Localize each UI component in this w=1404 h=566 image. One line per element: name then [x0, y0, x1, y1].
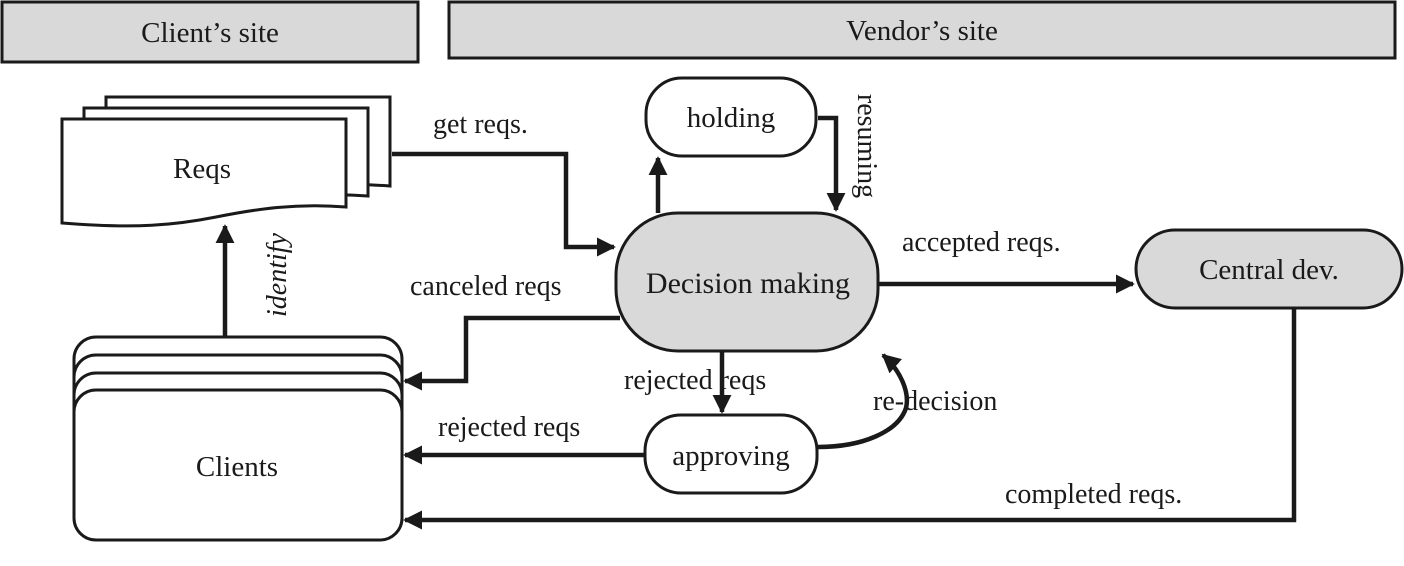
central-dev-node: Central dev.: [1134, 228, 1404, 310]
edge-label-identify: identify: [262, 232, 293, 317]
arrow-canceled-reqs: [403, 315, 620, 391]
edge-label-rejected-reqs-down: rejected reqs: [624, 365, 766, 396]
arrow-resuming: [818, 115, 846, 212]
clients-label: Clients: [196, 451, 278, 483]
edge-label-rejected-reqs-left: rejected reqs: [438, 412, 580, 443]
edge-label-accepted-reqs: accepted reqs.: [902, 227, 1061, 258]
vendor-site-header: Vendor’s site: [447, 0, 1397, 60]
arrow-get-reqs: [392, 151, 616, 257]
decision-making-node: Decision making: [614, 211, 880, 353]
reqs-node: Reqs: [60, 95, 392, 228]
client-site-label: Client’s site: [141, 17, 279, 49]
decision-making-label: Decision making: [646, 267, 850, 300]
holding-label: holding: [687, 102, 776, 134]
approving-node: approving: [643, 413, 819, 495]
edge-label-completed-reqs: completed reqs.: [1005, 479, 1182, 510]
edge-label-get-reqs: get reqs.: [433, 109, 528, 140]
clients-node: Clients: [72, 335, 404, 542]
client-site-header: Client’s site: [0, 0, 420, 64]
arrow-completed-reqs: [403, 308, 1297, 530]
arrow-re-decision: [817, 353, 910, 450]
edge-label-canceled-reqs: canceled reqs: [410, 271, 562, 302]
approving-label: approving: [672, 440, 790, 472]
reqs-label: Reqs: [173, 153, 231, 185]
vendor-site-label: Vendor’s site: [846, 15, 998, 47]
central-dev-label: Central dev.: [1199, 254, 1339, 286]
edge-label-re-decision: re-decision: [873, 386, 997, 417]
edge-label-resuming: resuming: [851, 94, 882, 198]
holding-node: holding: [644, 76, 818, 158]
